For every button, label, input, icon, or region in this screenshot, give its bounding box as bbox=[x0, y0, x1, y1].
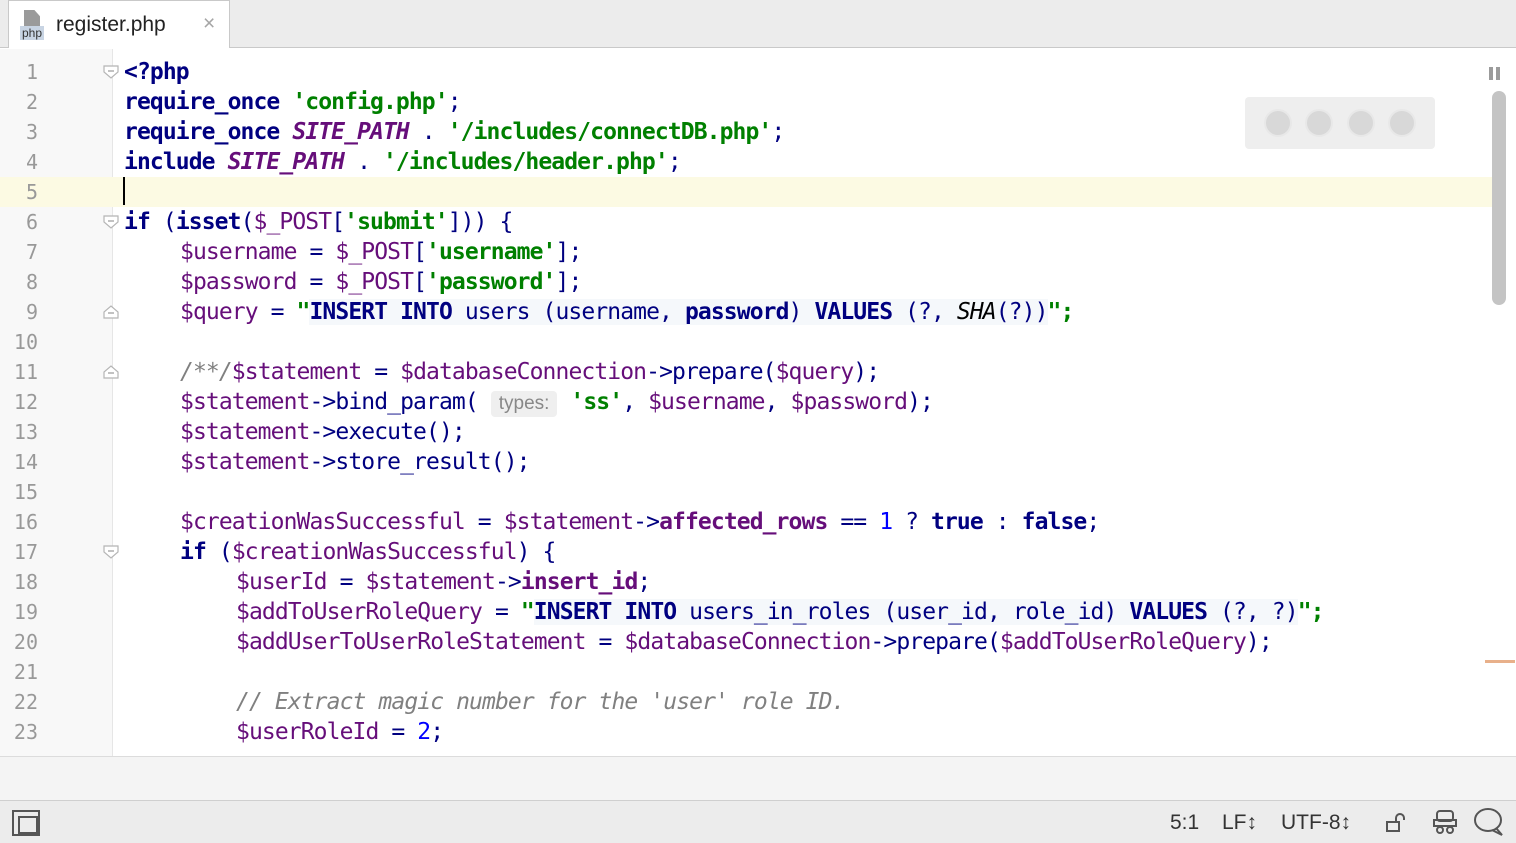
line-separator-selector[interactable]: LF↕ bbox=[1222, 811, 1258, 834]
line-number: 23 bbox=[13, 720, 38, 744]
code-line-22[interactable]: // Extract magic number for the 'user' r… bbox=[236, 689, 845, 715]
line-number: 21 bbox=[13, 660, 38, 684]
tab-bar: php register.php × bbox=[0, 0, 1516, 48]
fold-open-icon[interactable] bbox=[103, 545, 119, 559]
line-number: 1 bbox=[25, 60, 38, 84]
code-editor[interactable]: 1 2 3 4 5 6 7 8 9 10 11 12 13 14 15 16 1… bbox=[0, 49, 1516, 756]
opera-browser-icon[interactable] bbox=[1388, 109, 1417, 137]
code-line-2[interactable]: require_once 'config.php'; bbox=[124, 89, 462, 115]
code-line-16[interactable]: $creationWasSuccessful = $statement->aff… bbox=[180, 509, 1100, 535]
line-number: 7 bbox=[25, 240, 38, 264]
line-number: 5 bbox=[25, 180, 38, 204]
caret-position[interactable]: 5:1 bbox=[1170, 811, 1200, 834]
gutter-separator bbox=[112, 49, 113, 756]
code-line-18[interactable]: $userId = $statement->insert_id; bbox=[236, 569, 651, 595]
status-bar: 5:1 LF↕ UTF-8↕ bbox=[0, 800, 1516, 843]
line-number: 20 bbox=[13, 630, 38, 654]
fold-open-icon[interactable] bbox=[103, 65, 119, 79]
code-line-17[interactable]: if ($creationWasSuccessful) { bbox=[180, 539, 556, 565]
pause-markers-icon[interactable] bbox=[1488, 65, 1502, 83]
line-number: 8 bbox=[25, 270, 38, 294]
fold-close-icon[interactable] bbox=[103, 365, 119, 379]
chrome-browser-icon[interactable] bbox=[1263, 109, 1292, 137]
line-number: 22 bbox=[13, 690, 38, 714]
code-line-13[interactable]: $statement->execute(); bbox=[180, 419, 466, 445]
code-line-7[interactable]: $username = $_POST['username']; bbox=[180, 239, 582, 265]
text-caret bbox=[123, 177, 125, 205]
line-number: 14 bbox=[13, 450, 38, 474]
firefox-browser-icon[interactable] bbox=[1305, 109, 1334, 137]
lock-icon[interactable] bbox=[1385, 813, 1407, 839]
browser-toolbar bbox=[1245, 97, 1435, 149]
line-number: 17 bbox=[13, 540, 38, 564]
line-number-gutter bbox=[0, 49, 112, 756]
code-line-3[interactable]: require_once SITE_PATH . '/includes/conn… bbox=[124, 119, 785, 145]
code-line-1[interactable]: <?php bbox=[124, 59, 190, 85]
line-number: 2 bbox=[25, 90, 38, 114]
line-number: 12 bbox=[13, 390, 38, 414]
editor-bottom-area bbox=[0, 756, 1516, 800]
code-line-8[interactable]: $password = $_POST['password']; bbox=[180, 269, 582, 295]
event-log-icon[interactable] bbox=[1472, 807, 1504, 843]
inspector-icon[interactable] bbox=[1432, 808, 1460, 842]
safari-browser-icon[interactable] bbox=[1346, 109, 1375, 137]
close-tab-icon[interactable]: × bbox=[203, 12, 216, 35]
php-file-label: php bbox=[20, 26, 45, 40]
encoding-selector[interactable]: UTF-8↕ bbox=[1281, 811, 1351, 834]
error-stripe-mark[interactable] bbox=[1485, 660, 1515, 663]
line-number: 18 bbox=[13, 570, 38, 594]
line-number: 16 bbox=[13, 510, 38, 534]
code-line-4[interactable]: include SITE_PATH . '/includes/header.ph… bbox=[124, 149, 682, 175]
php-file-icon: php bbox=[20, 10, 50, 40]
code-line-12[interactable]: $statement->bind_param( types: 'ss', $us… bbox=[180, 389, 934, 417]
tab-register-php[interactable]: php register.php × bbox=[8, 0, 230, 48]
line-number: 19 bbox=[13, 600, 38, 624]
code-line-20[interactable]: $addUserToUserRoleStatement = $databaseC… bbox=[236, 629, 1273, 655]
code-line-19[interactable]: $addToUserRoleQuery = "INSERT INTO users… bbox=[236, 599, 1325, 625]
vertical-scrollbar[interactable] bbox=[1492, 91, 1506, 305]
code-line-9[interactable]: $query = "INSERT INTO users (username, p… bbox=[180, 299, 1074, 325]
line-number: 15 bbox=[13, 480, 38, 504]
code-line-11[interactable]: /**/$statement = $databaseConnection->pr… bbox=[180, 359, 880, 385]
fold-close-icon[interactable] bbox=[103, 305, 119, 319]
current-line-highlight bbox=[0, 177, 1492, 207]
line-number: 9 bbox=[25, 300, 38, 324]
fold-open-icon[interactable] bbox=[103, 215, 119, 229]
parameter-hint: types: bbox=[490, 391, 558, 417]
line-number: 4 bbox=[25, 150, 38, 174]
tab-title: register.php bbox=[56, 13, 166, 36]
code-line-23[interactable]: $userRoleId = 2; bbox=[236, 719, 444, 745]
line-number: 13 bbox=[13, 420, 38, 444]
code-line-6[interactable]: if (isset($_POST['submit'])) { bbox=[124, 209, 513, 235]
line-number: 3 bbox=[25, 120, 38, 144]
line-number: 10 bbox=[13, 330, 38, 354]
code-line-14[interactable]: $statement->store_result(); bbox=[180, 449, 530, 475]
toggle-tool-windows-icon[interactable] bbox=[12, 810, 40, 836]
line-number: 11 bbox=[13, 360, 38, 384]
line-number: 6 bbox=[25, 210, 38, 234]
